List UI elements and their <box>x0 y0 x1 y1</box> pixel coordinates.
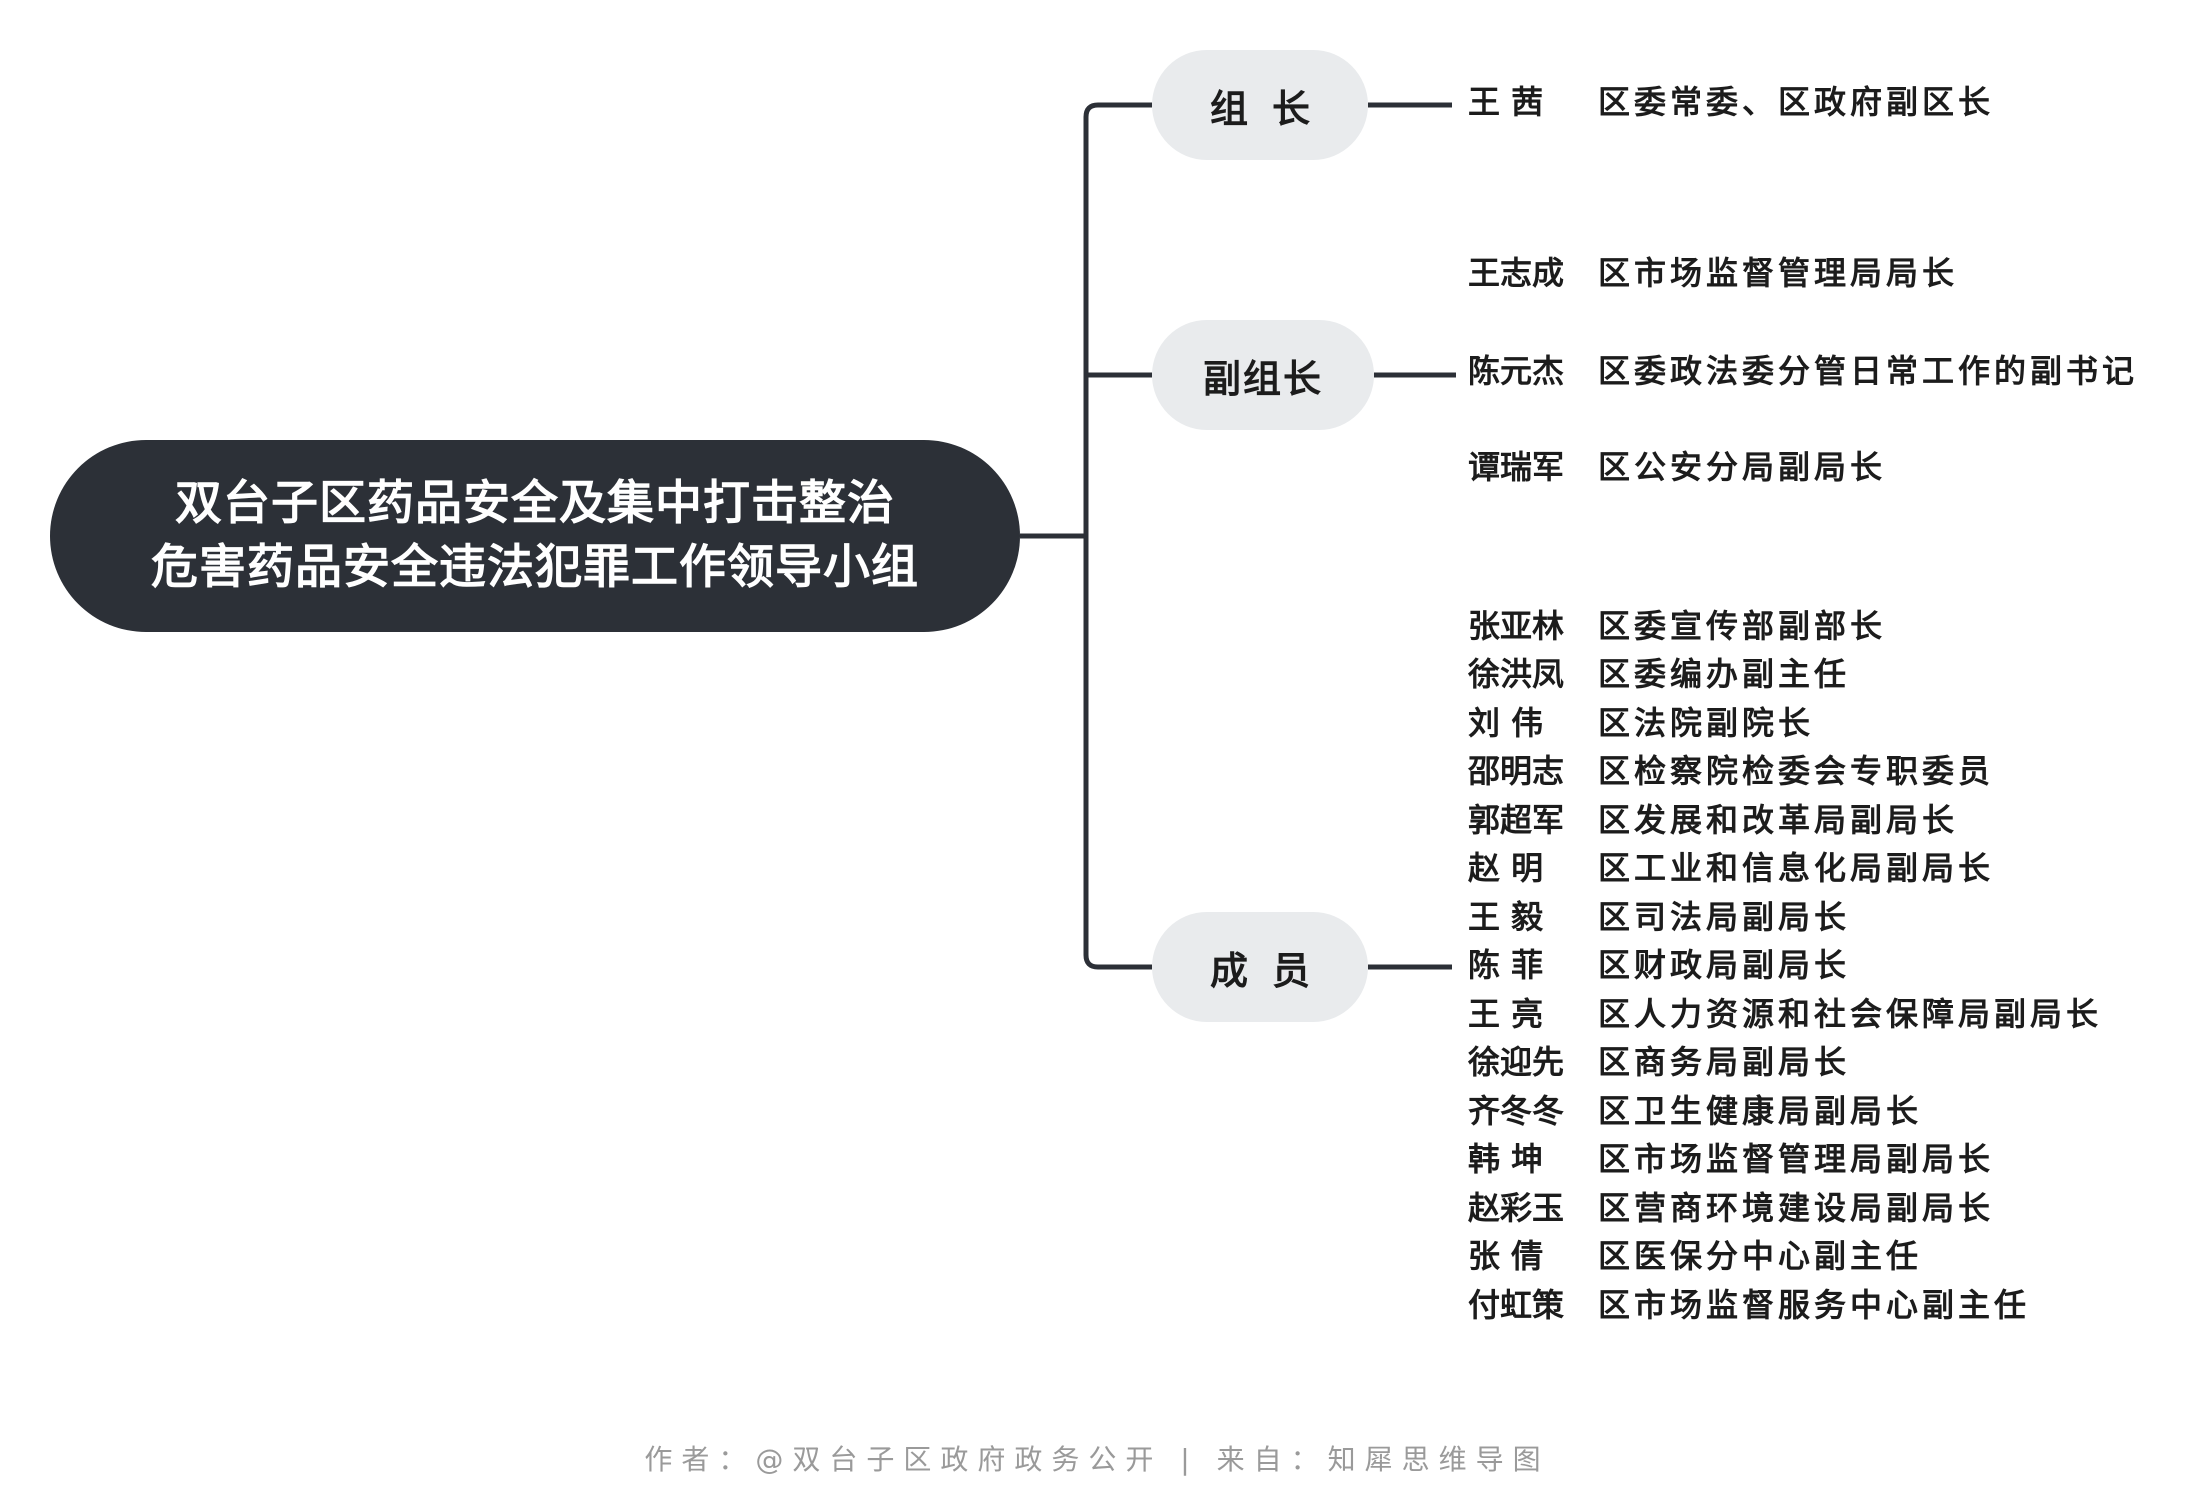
deputy-entry[interactable]: 王志成区市场监督管理局局长 <box>1468 253 1958 293</box>
person-name: 张亚林 <box>1468 607 1565 645</box>
person-name: 韩 坤 <box>1468 1140 1544 1178</box>
person-name: 徐迎先 <box>1468 1043 1565 1081</box>
member-entry[interactable]: 陈 菲 区财政局副局长 <box>1468 945 1850 985</box>
member-entry[interactable]: 赵 明 区工业和信息化局副局长 <box>1468 848 1994 888</box>
person-title: 区委编办副主任 <box>1598 655 1851 693</box>
person-title: 区法院副院长 <box>1598 704 1815 742</box>
person-name: 王 亮 <box>1468 995 1544 1033</box>
person-title: 区公安分局副局长 <box>1598 448 1887 486</box>
person-name: 赵彩玉 <box>1468 1189 1565 1227</box>
branch-deputy-label: 副组长 <box>1202 356 1323 401</box>
person-title: 区工业和信息化局副局长 <box>1598 849 1995 887</box>
member-entry[interactable]: 刘 伟 区法院副院长 <box>1468 703 1814 743</box>
person-name: 王志成 <box>1468 254 1565 292</box>
person-title: 区委宣传部副部长 <box>1598 607 1887 645</box>
person-title: 区委常委、区政府副区长 <box>1598 83 1995 121</box>
member-entry[interactable]: 徐洪凤区委编办副主任 <box>1468 654 1850 694</box>
person-title: 区检察院检委会专职委员 <box>1598 752 1995 790</box>
person-title: 区商务局副局长 <box>1598 1043 1851 1081</box>
person-name: 刘 伟 <box>1468 704 1544 742</box>
deputy-entry[interactable]: 谭瑞军区公安分局副局长 <box>1468 447 1886 487</box>
member-entry[interactable]: 张 倩 区医保分中心副主任 <box>1468 1236 1922 1276</box>
branch-leader-label: 组长 <box>1209 86 1334 131</box>
member-entry[interactable]: 徐迎先区商务局副局长 <box>1468 1042 1850 1082</box>
branch-members[interactable]: 成员 <box>1152 912 1368 1022</box>
person-title: 区医保分中心副主任 <box>1598 1237 1923 1275</box>
member-entry[interactable]: 齐冬冬区卫生健康局副局长 <box>1468 1091 1922 1131</box>
person-name: 陈元杰 <box>1468 352 1565 390</box>
member-entry[interactable]: 付虹策区市场监督服务中心副主任 <box>1468 1285 2030 1325</box>
person-name: 付虹策 <box>1468 1286 1565 1324</box>
person-title: 区财政局副局长 <box>1598 946 1851 984</box>
person-name: 徐洪凤 <box>1468 655 1565 693</box>
person-title: 区市场监督管理局副局长 <box>1598 1140 1995 1178</box>
root-title-line-2: 危害药品安全违法犯罪工作领导小组 <box>151 540 919 595</box>
member-entry[interactable]: 郭超军区发展和改革局副局长 <box>1468 800 1958 840</box>
branch-leader[interactable]: 组长 <box>1152 50 1368 160</box>
member-entry[interactable]: 邵明志区检察院检委会专职委员 <box>1468 751 1994 791</box>
member-entry[interactable]: 赵彩玉区营商环境建设局副局长 <box>1468 1188 1994 1228</box>
root-topic[interactable]: 双台子区药品安全及集中打击整治 危害药品安全违法犯罪工作领导小组 <box>50 440 1020 632</box>
person-title: 区营商环境建设局副局长 <box>1598 1189 1995 1227</box>
person-name: 张 倩 <box>1468 1237 1544 1275</box>
person-name: 齐冬冬 <box>1468 1092 1565 1130</box>
person-title: 区市场监督服务中心副主任 <box>1598 1286 2031 1324</box>
person-name: 赵 明 <box>1468 849 1544 887</box>
person-name: 陈 菲 <box>1468 946 1544 984</box>
person-title: 区发展和改革局副局长 <box>1598 801 1959 839</box>
member-entry[interactable]: 王 亮 区人力资源和社会保障局副局长 <box>1468 994 2102 1034</box>
person-name: 王 茜 <box>1468 83 1544 121</box>
person-title: 区司法局副局长 <box>1598 898 1851 936</box>
spine-connector <box>1083 102 1152 970</box>
person-title: 区人力资源和社会保障局副局长 <box>1598 995 2103 1033</box>
deputy-entry[interactable]: 陈元杰区委政法委分管日常工作的副书记 <box>1468 351 2138 391</box>
root-title-line-1: 双台子区药品安全及集中打击整治 <box>175 476 895 531</box>
member-entry[interactable]: 王 毅 区司法局副局长 <box>1468 897 1850 937</box>
leader-entry[interactable]: 王 茜 区委常委、区政府副区长 <box>1468 82 1994 122</box>
person-name: 邵明志 <box>1468 752 1565 790</box>
footer-credit: 作者：@双台子区政府政务公开 | 来自：知犀思维导图 <box>644 1443 1550 1476</box>
person-title: 区卫生健康局副局长 <box>1598 1092 1923 1130</box>
member-entry[interactable]: 张亚林区委宣传部副部长 <box>1468 606 1886 646</box>
person-title: 区市场监督管理局局长 <box>1598 254 1959 292</box>
person-name: 谭瑞军 <box>1468 448 1565 486</box>
person-title: 区委政法委分管日常工作的副书记 <box>1598 352 2139 390</box>
person-name: 王 毅 <box>1468 898 1544 936</box>
branch-deputy-leader[interactable]: 副组长 <box>1152 320 1374 430</box>
branch-members-label: 成员 <box>1209 948 1334 993</box>
member-entry[interactable]: 韩 坤 区市场监督管理局副局长 <box>1468 1139 1994 1179</box>
person-name: 郭超军 <box>1468 801 1565 839</box>
